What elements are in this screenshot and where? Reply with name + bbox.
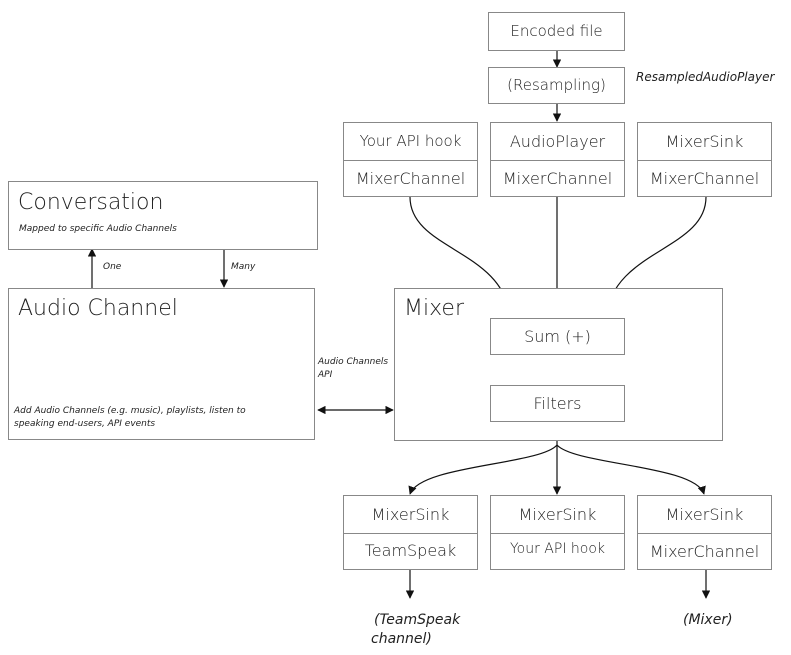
encoded-file-box — [488, 12, 625, 51]
source-mixersink-label: MixerSink — [665, 132, 744, 151]
conversation-subtitle: Mapped to specific Audio Channels — [19, 224, 177, 234]
link-one-label: One — [103, 262, 122, 272]
audio-channel-desc-line1: Add Audio Channels (e.g. music), playlis… — [14, 406, 246, 416]
sink-box-teamspeak — [343, 495, 478, 570]
sink-mixerchannel-bottom-label: MixerChannel — [649, 542, 760, 561]
source-audioplayer-label: AudioPlayer — [509, 132, 606, 151]
sink-box-mixerchannel — [637, 495, 772, 570]
audio-channel-desc-line2: speaking end-users, API events — [14, 419, 156, 429]
sum-label: Sum (+) — [524, 327, 591, 346]
filters-box — [490, 385, 625, 422]
sink-api-hook-bottom-label: Your API hook — [509, 541, 606, 557]
sink-api-hook-top-label: MixerSink — [518, 505, 597, 524]
conversation-title: Conversation — [18, 190, 164, 215]
source-mixersink-channel-label: MixerChannel — [649, 169, 760, 188]
source-box-mixersink-divider — [637, 160, 772, 161]
sink-box-teamspeak-divider — [343, 533, 478, 534]
sink-teamspeak-bottom-label: TeamSpeak — [364, 541, 457, 560]
api-label-line2: API — [318, 370, 333, 380]
output-mixer-label: (Mixer) — [683, 612, 733, 628]
link-many-label: Many — [231, 262, 256, 272]
source-api-hook-channel-label: MixerChannel — [355, 169, 466, 188]
source-api-hook-label: Your API hook — [359, 132, 462, 150]
audio-channel-title: Audio Channel — [18, 296, 178, 321]
resampled-audioplayer-label: ResampledAudioPlayer — [636, 70, 775, 84]
resampling-box — [488, 67, 625, 104]
source-box-api-hook-divider — [343, 160, 478, 161]
output-teamspeak-line2: channel) — [371, 631, 432, 647]
source-box-audioplayer-divider — [490, 160, 625, 161]
resampling-label: (Resampling) — [507, 76, 606, 94]
arrow-filters-to-sink-left — [408, 422, 558, 495]
source-box-api-hook — [343, 122, 478, 197]
filters-label: Filters — [533, 394, 582, 413]
sink-box-api-hook-divider — [490, 533, 625, 534]
encoded-file-label: Encoded file — [510, 22, 603, 40]
source-box-mixersink — [637, 122, 772, 197]
mixer-title: Mixer — [404, 296, 465, 321]
sum-box — [490, 318, 625, 355]
audio-channel-box — [8, 288, 315, 440]
sink-teamspeak-top-label: MixerSink — [371, 505, 450, 524]
source-audioplayer-channel-label: MixerChannel — [502, 169, 613, 188]
sink-box-api-hook — [490, 495, 625, 570]
sink-mixerchannel-top-label: MixerSink — [665, 505, 744, 524]
source-box-audioplayer — [490, 122, 625, 197]
api-label-line1: Audio Channels — [318, 357, 389, 367]
conversation-box — [8, 181, 318, 250]
sink-box-mixerchannel-divider — [637, 533, 772, 534]
arrow-filters-to-sink-right — [556, 444, 706, 495]
output-teamspeak-line1: (TeamSpeak — [374, 612, 461, 628]
